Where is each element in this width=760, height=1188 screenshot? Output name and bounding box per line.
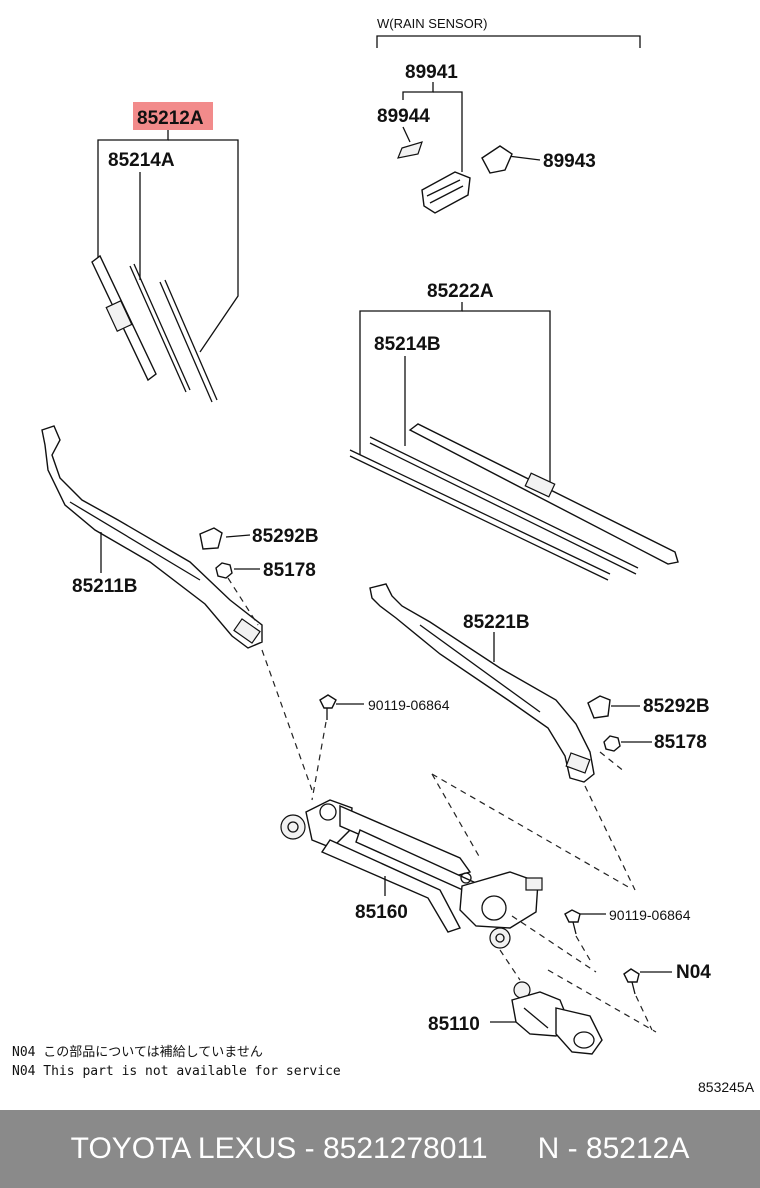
wiper-motor — [511, 981, 603, 1055]
highlight-box — [133, 102, 213, 130]
part-label-85214B[interactable]: 85214B — [374, 334, 441, 355]
right-wiper-blade — [349, 423, 679, 581]
right-arm-nut — [603, 735, 621, 752]
part-label-90119-upper[interactable]: 90119-06864 — [368, 697, 450, 713]
right-wiper-arm — [369, 583, 595, 783]
left-arm-nut — [215, 562, 233, 579]
note-en: N04 This part is not available for servi… — [12, 1064, 341, 1079]
part-label-85221B[interactable]: 85221B — [463, 612, 530, 633]
part-label-89943[interactable]: 89943 — [543, 151, 596, 172]
part-label-85214A[interactable]: 85214A — [108, 150, 175, 171]
part-label-89944[interactable]: 89944 — [377, 106, 430, 127]
part-label-85212A[interactable]: 85212A — [137, 108, 204, 129]
left-arm-cap — [199, 527, 223, 550]
part-label-85211B[interactable]: 85211B — [72, 576, 138, 597]
part-label-N04[interactable]: N04 — [676, 962, 711, 983]
parts-diagram: W(RAIN SENSOR) 89941 89944 89943 85212A … — [12, 16, 755, 1095]
left-wiper-blade — [91, 254, 218, 403]
upper-bolt — [319, 694, 337, 720]
diagram-code: 853245A — [698, 1079, 755, 1095]
part-label-85110[interactable]: 85110 — [428, 1014, 480, 1035]
part-label-89941[interactable]: 89941 — [405, 62, 458, 83]
right-arm-cap — [587, 695, 611, 719]
part-label-85222A[interactable]: 85222A — [427, 281, 494, 302]
part-label-90119-lower[interactable]: 90119-06864 — [609, 907, 691, 923]
n04-bolt — [623, 968, 640, 995]
part-label-85292B-left[interactable]: 85292B — [252, 526, 319, 547]
part-label-85160[interactable]: 85160 — [355, 902, 408, 923]
wiper-linkage — [280, 799, 543, 949]
note-ja: N04 この部品については補給していません — [12, 1045, 263, 1060]
left-wiper-arm — [41, 425, 263, 649]
part-label-85178-left[interactable]: 85178 — [263, 560, 316, 581]
rain-sensor — [421, 171, 471, 214]
rain-sensor-pad — [397, 141, 423, 159]
footer-text: TOYOTA LEXUS - 8521278011 N - 85212A — [70, 1132, 690, 1165]
footer-bar: TOYOTA LEXUS - 8521278011 N - 85212A — [0, 1110, 760, 1188]
rain-sensor-label: W(RAIN SENSOR) — [377, 16, 488, 31]
lower-bolt — [564, 909, 581, 935]
part-label-85292B-right[interactable]: 85292B — [643, 696, 710, 717]
sensor-cover — [481, 145, 513, 174]
rain-sensor-group: W(RAIN SENSOR) — [376, 16, 641, 48]
part-label-85178-right[interactable]: 85178 — [654, 732, 707, 753]
